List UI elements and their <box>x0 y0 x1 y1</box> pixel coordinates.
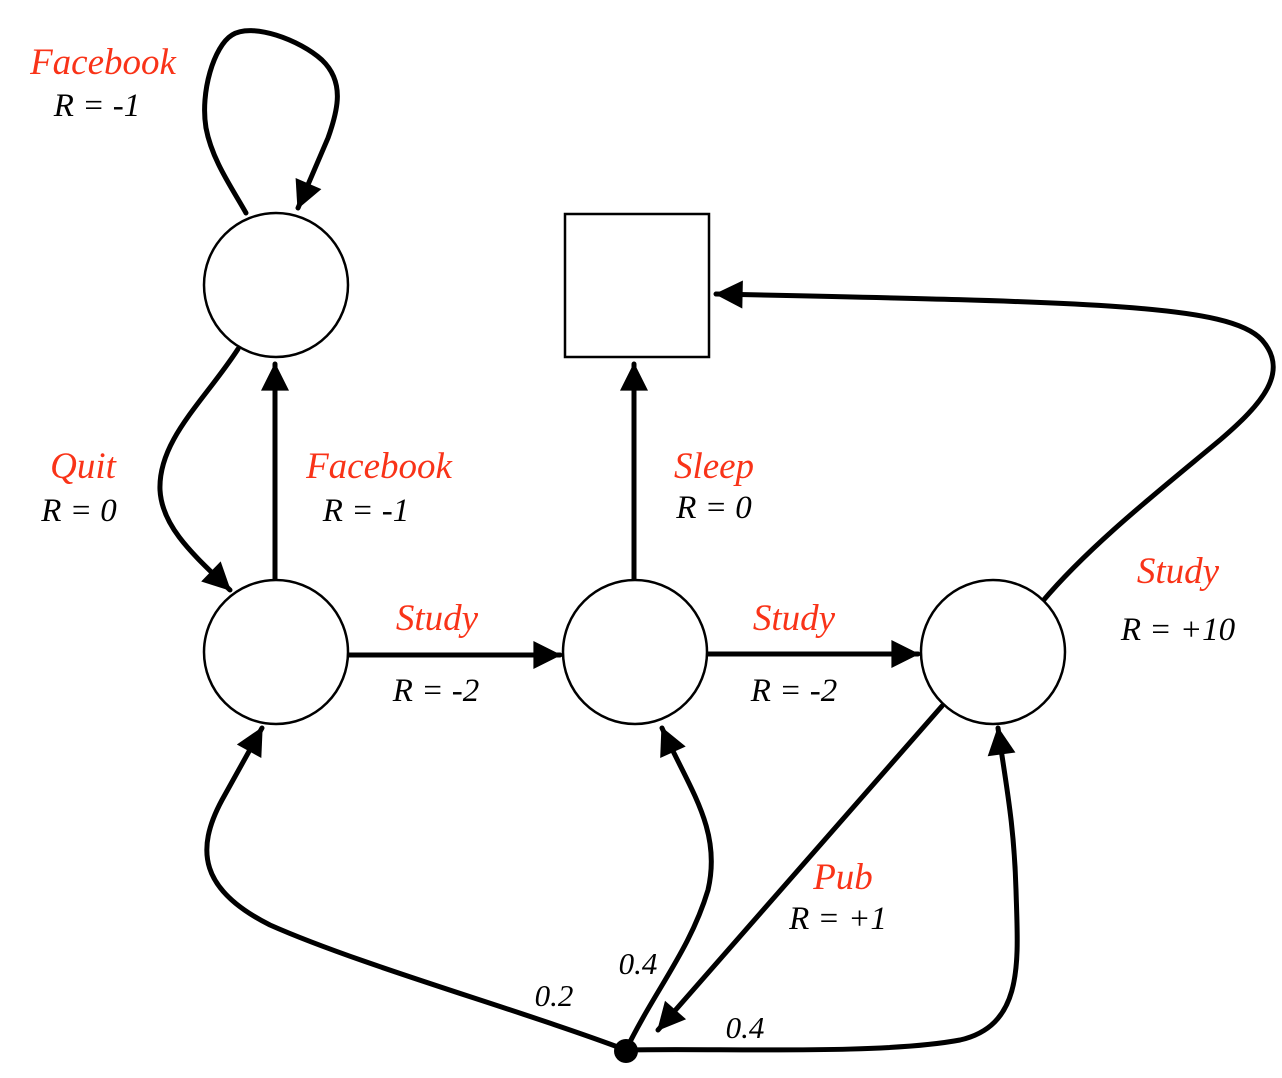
label-pub-reward: R = +1 <box>788 901 887 937</box>
edge-quit <box>157 346 241 593</box>
label-study2-action: Study <box>753 598 836 639</box>
label-sleep-reward: R = 0 <box>675 490 752 526</box>
edge-pub <box>655 703 945 1033</box>
edge-facebook-self-loop <box>202 28 340 216</box>
label-study3-action: Study <box>1137 551 1220 592</box>
label-study3-reward: R = +10 <box>1120 612 1236 648</box>
label-prob-class2: 0.4 <box>619 946 658 981</box>
label-sleep-action: Sleep <box>674 446 754 487</box>
label-facebook-action: Facebook <box>305 446 452 487</box>
label-fb-loop-reward: R = -1 <box>53 88 140 124</box>
edge-pub-to-class2 <box>623 725 714 1053</box>
label-study1-reward: R = -2 <box>392 673 479 709</box>
label-prob-class3: 0.4 <box>726 1010 765 1045</box>
label-pub-action: Pub <box>812 857 873 898</box>
state-class1 <box>202 578 350 726</box>
label-fb-loop-action: Facebook <box>29 42 176 83</box>
pub-chance-node <box>614 1039 638 1063</box>
label-quit-reward: R = 0 <box>40 493 117 529</box>
state-class2 <box>561 578 709 726</box>
edge-pub-to-class1 <box>204 725 629 1053</box>
edge-pub-to-class3 <box>623 725 1020 1053</box>
state-facebook <box>202 211 350 359</box>
label-prob-class1: 0.2 <box>535 978 574 1013</box>
label-study2-reward: R = -2 <box>750 673 837 709</box>
state-sleep-terminal <box>563 212 711 359</box>
label-study1-action: Study <box>396 598 479 639</box>
label-quit-action: Quit <box>50 446 118 487</box>
edge-study-class3-sleep <box>713 280 1276 605</box>
label-facebook-reward: R = -1 <box>322 493 409 529</box>
state-class3 <box>919 578 1067 726</box>
